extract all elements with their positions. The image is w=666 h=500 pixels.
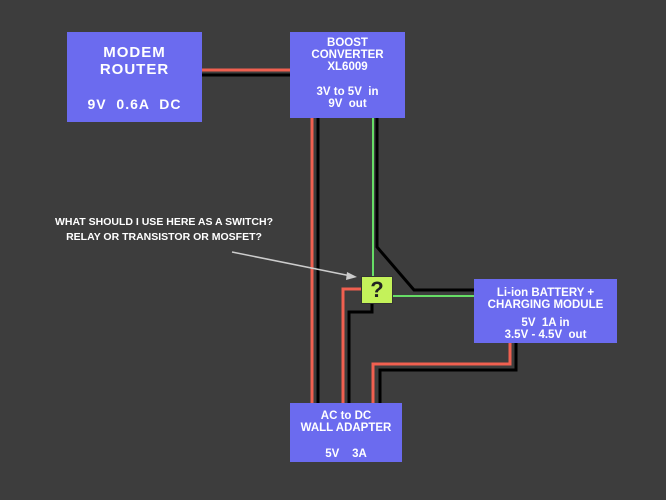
annotation-arrowhead <box>346 272 357 280</box>
battery-wall-red-wire <box>371 343 512 403</box>
annotation-line1: WHAT SHOULD I USE HERE AS A SWITCH? <box>55 216 273 228</box>
battery-wall-black-wire <box>378 343 518 403</box>
battery-title-line2: CHARGING MODULE <box>487 299 604 311</box>
wall-adapter-box: AC to DC WALL ADAPTER 5V 3A <box>290 403 402 462</box>
boost-title-line1: BOOST <box>327 37 368 49</box>
battery-spec-line2: 3.5V - 4.5V out <box>504 329 587 341</box>
battery-module-box: Li-ion BATTERY + CHARGING MODULE 5V 1A i… <box>474 279 617 343</box>
modem-router-box: MODEM ROUTER 9V 0.6A DC <box>67 32 202 122</box>
switch-wall-red-wire <box>341 287 361 403</box>
switch-wall-black-wire <box>347 304 374 403</box>
wall-spec: 5V 3A <box>325 448 367 460</box>
modem-title-line2: ROUTER <box>99 61 170 78</box>
modem-title-line1: MODEM <box>103 44 166 61</box>
boost-title-line3: XL6009 <box>327 61 368 73</box>
annotation-arrow-line <box>231 251 352 277</box>
boost-battery-black-wire <box>375 118 474 292</box>
boost-spec-line2: 9V out <box>328 98 367 110</box>
switch-annotation: WHAT SHOULD I USE HERE AS A SWITCH? RELA… <box>14 215 314 245</box>
boost-spec-line1: 3V to 5V in <box>316 86 379 98</box>
battery-title-line1: Li-ion BATTERY + <box>496 287 595 299</box>
switch-question-box: ? <box>361 276 393 304</box>
battery-spec-line1: 5V 1A in <box>521 317 570 329</box>
annotation-line2: RELAY OR TRANSISTOR OR MOSFET? <box>66 231 262 243</box>
boost-converter-box: BOOST CONVERTER XL6009 3V to 5V in 9V ou… <box>290 32 405 118</box>
wall-title-line2: WALL ADAPTER <box>300 422 392 434</box>
wall-title-line1: AC to DC <box>320 410 372 422</box>
modem-spec: 9V 0.6A DC <box>87 96 182 112</box>
boost-title-line2: CONVERTER <box>311 49 384 61</box>
